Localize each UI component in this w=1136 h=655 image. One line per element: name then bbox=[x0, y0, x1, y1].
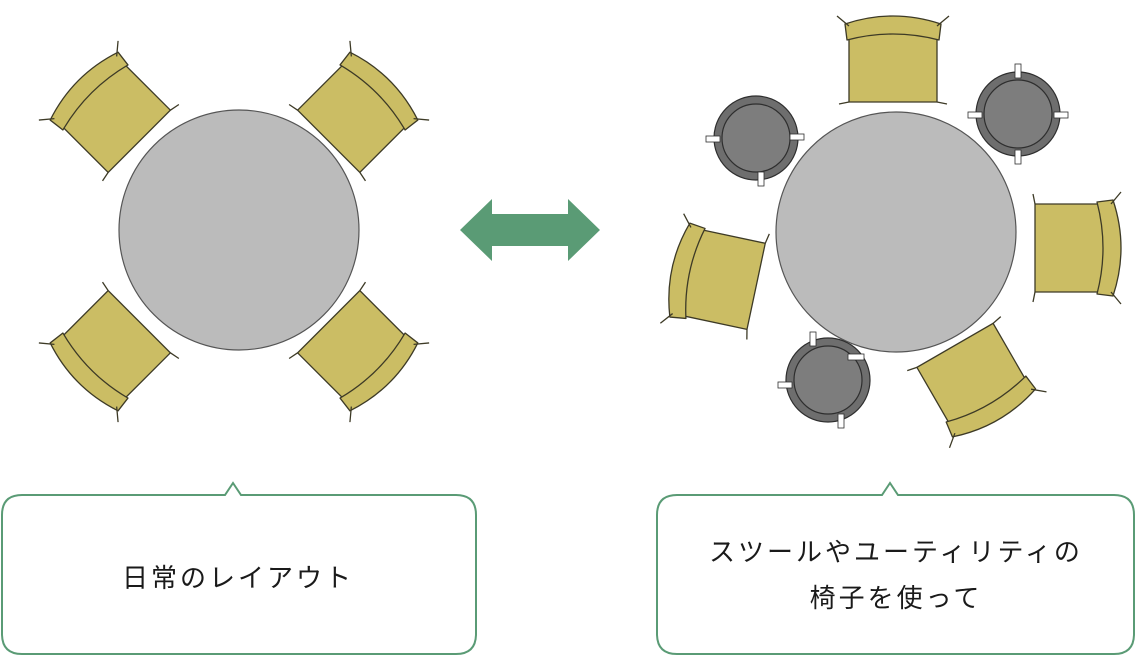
double-arrow-icon bbox=[460, 199, 600, 261]
caption-daily-layout: 日常のレイアウト bbox=[0, 556, 476, 602]
speech-bubble-left bbox=[1, 481, 477, 655]
round-table-left bbox=[118, 109, 360, 351]
caption-left-text: 日常のレイアウト bbox=[121, 564, 354, 594]
caption-right-line1: スツールやユーティリティの bbox=[709, 538, 1083, 568]
round-table-right bbox=[775, 111, 1017, 353]
armchair-icon bbox=[1032, 191, 1122, 305]
guest-layout bbox=[659, 15, 1122, 449]
armchair-icon bbox=[836, 15, 950, 105]
stool-icon bbox=[705, 95, 805, 187]
stool-icon bbox=[967, 63, 1069, 165]
caption-guest-layout: スツールやユーティリティの 椅子を使って bbox=[656, 530, 1136, 622]
armchair-icon bbox=[659, 213, 771, 343]
stool-icon bbox=[777, 331, 871, 429]
daily-layout bbox=[38, 40, 430, 423]
speech-bubble-right bbox=[656, 481, 1135, 655]
caption-right-line2: 椅子を使って bbox=[809, 584, 983, 614]
